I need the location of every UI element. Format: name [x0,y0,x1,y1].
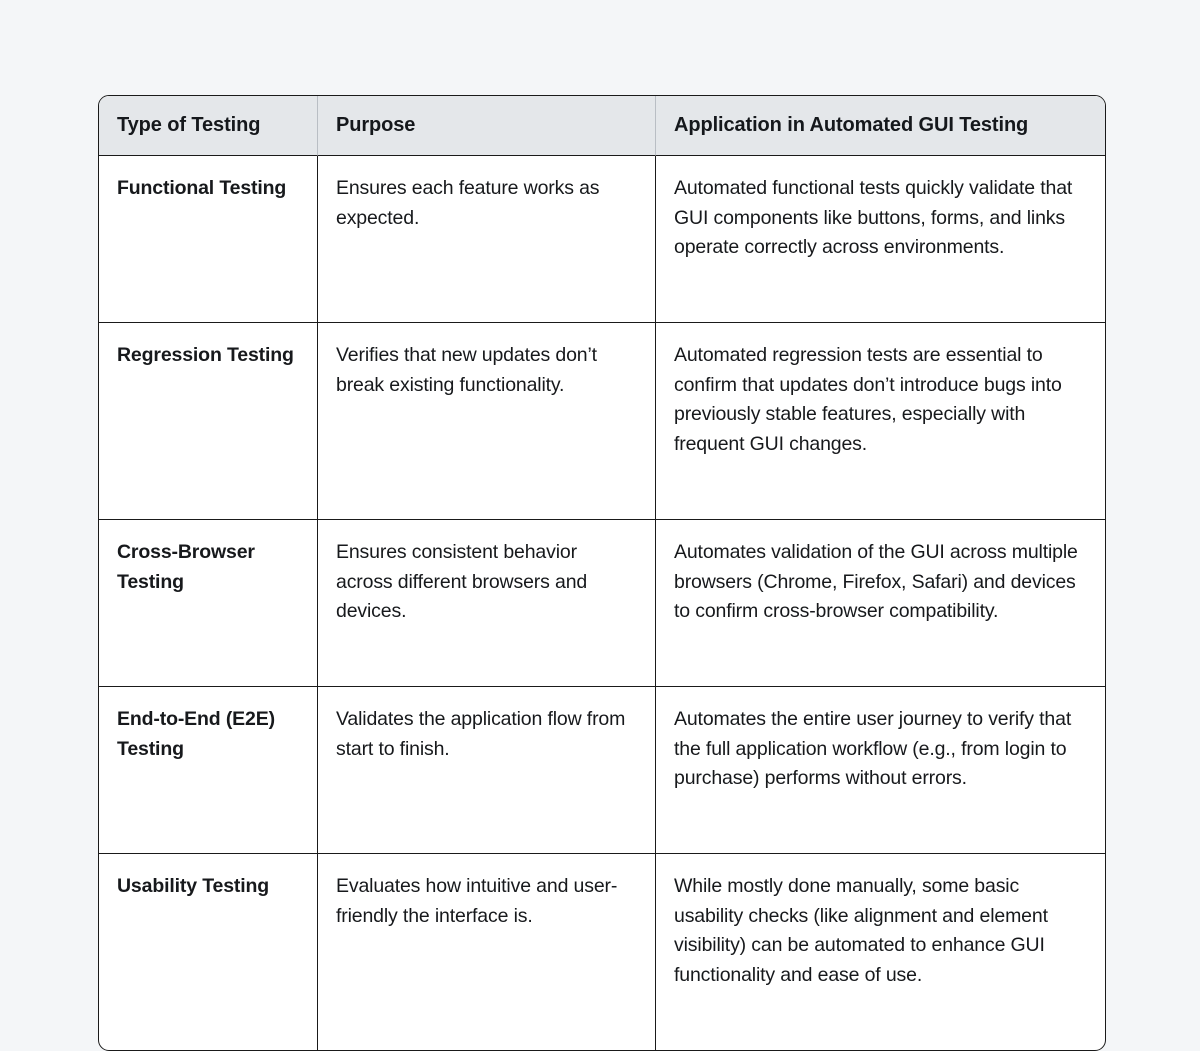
testing-types-table: Type of Testing Purpose Application in A… [98,95,1106,1051]
cell-application-text: Automates validation of the GUI across m… [674,541,1078,622]
cell-type: Functional Testing [99,156,317,323]
cell-purpose-text: Ensures consistent behavior across diffe… [336,541,588,622]
cell-application: Automated regression tests are essential… [655,323,1105,520]
cell-purpose-text: Verifies that new updates don’t break ex… [336,344,597,396]
cell-type: Regression Testing [99,323,317,520]
cell-application-text: While mostly done manually, some basic u… [674,875,1048,986]
table-header: Type of Testing Purpose Application in A… [99,96,1105,156]
cell-purpose-text: Ensures each feature works as expected. [336,177,600,229]
cell-application: Automated functional tests quickly valid… [655,156,1105,323]
cell-purpose: Evaluates how intuitive and user-friendl… [317,854,655,1050]
cell-purpose-text: Evaluates how intuitive and user-friendl… [336,875,618,927]
cell-application: While mostly done manually, some basic u… [655,854,1105,1050]
cell-type: Cross-Browser Testing [99,520,317,687]
cell-application-text: Automates the entire user journey to ver… [674,708,1072,789]
table-row: Functional Testing Ensures each feature … [99,156,1105,323]
cell-purpose: Ensures each feature works as expected. [317,156,655,323]
cell-type: End-to-End (E2E) Testing [99,687,317,854]
column-header-purpose: Purpose [317,96,655,156]
cell-purpose: Verifies that new updates don’t break ex… [317,323,655,520]
cell-purpose: Validates the application flow from star… [317,687,655,854]
column-header-application-label: Application in Automated GUI Testing [674,114,1029,136]
cell-type-text: Cross-Browser Testing [117,541,255,593]
cell-application-text: Automated regression tests are essential… [674,344,1062,455]
column-header-type: Type of Testing [99,96,317,156]
cell-application: Automates validation of the GUI across m… [655,520,1105,687]
column-header-type-label: Type of Testing [117,114,261,136]
cell-type-text: Usability Testing [117,875,270,897]
table-header-row: Type of Testing Purpose Application in A… [99,96,1105,156]
column-header-purpose-label: Purpose [336,114,416,136]
table-body: Functional Testing Ensures each feature … [99,156,1105,1050]
cell-application: Automates the entire user journey to ver… [655,687,1105,854]
cell-type-text: Regression Testing [117,344,294,366]
cell-type-text: End-to-End (E2E) Testing [117,708,275,760]
table-row: Cross-Browser Testing Ensures consistent… [99,520,1105,687]
table-row: End-to-End (E2E) Testing Validates the a… [99,687,1105,854]
table-row: Usability Testing Evaluates how intuitiv… [99,854,1105,1050]
cell-application-text: Automated functional tests quickly valid… [674,177,1073,258]
column-header-application: Application in Automated GUI Testing [655,96,1105,156]
table-row: Regression Testing Verifies that new upd… [99,323,1105,520]
cell-purpose-text: Validates the application flow from star… [336,708,626,760]
cell-purpose: Ensures consistent behavior across diffe… [317,520,655,687]
table-container: Type of Testing Purpose Application in A… [98,95,1106,1051]
cell-type: Usability Testing [99,854,317,1050]
cell-type-text: Functional Testing [117,177,287,199]
